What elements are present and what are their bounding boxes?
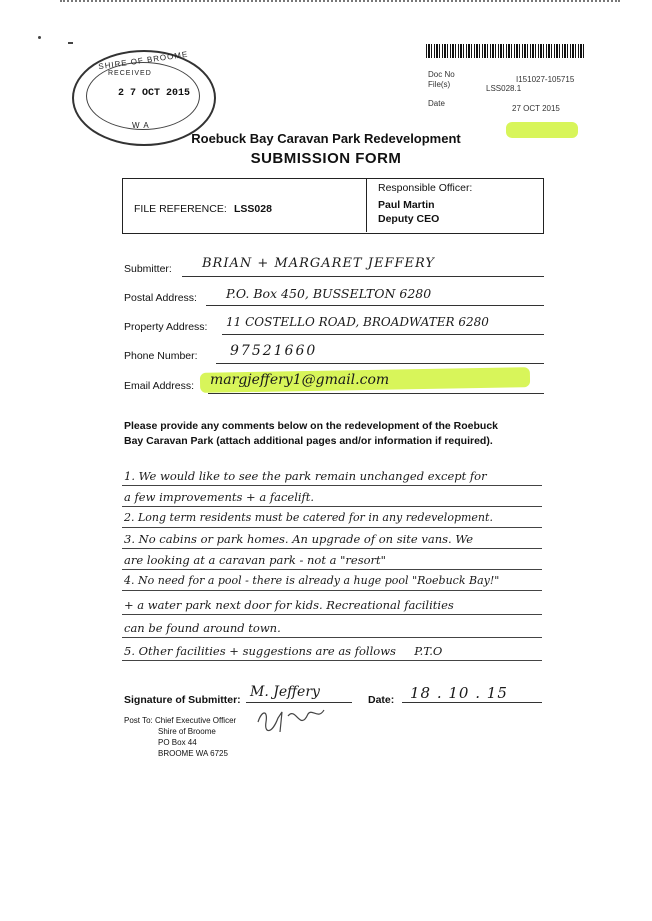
property-address-value: 11 COSTELLO ROAD, BROADWATER 6280 — [226, 315, 489, 329]
comment-rule — [122, 548, 542, 549]
comment-rule — [122, 637, 542, 638]
comment-rule — [122, 506, 542, 507]
files-label: File(s) — [428, 80, 451, 89]
file-reference-value: LSS028 — [234, 203, 272, 215]
signature-line — [246, 702, 352, 703]
postal-address-line — [206, 305, 544, 306]
officer-initials-scribble — [257, 709, 325, 733]
document-barcode — [426, 44, 584, 58]
margin-mark — [68, 42, 73, 44]
property-address-line — [222, 334, 544, 335]
comment-rule — [122, 660, 542, 661]
comment-rule — [122, 527, 542, 528]
received-stamp — [72, 50, 216, 146]
file-reference-box — [122, 178, 544, 234]
comment-rule — [122, 485, 542, 486]
comment-rule — [122, 569, 542, 570]
email-address-line — [208, 393, 544, 394]
comment-line-7: + a water park next door for kids. Recre… — [124, 598, 454, 612]
phone-number-label: Phone Number: — [124, 350, 198, 362]
phone-number-value: 97521660 — [230, 343, 318, 359]
comment-line-1: 1. We would like to see the park remain … — [124, 469, 487, 483]
signature-date-label: Date: — [368, 694, 395, 706]
postal-address-label: Postal Address: — [124, 292, 197, 304]
reference-box-divider — [366, 178, 367, 232]
stamp-status: RECEIVED — [108, 70, 152, 77]
responsible-officer-label: Responsible Officer: — [378, 182, 473, 194]
post-to-line-2: Shire of Broome — [158, 727, 216, 736]
margin-mark — [38, 36, 41, 39]
received-stamp-inner-ring — [86, 62, 200, 130]
officer-name: Paul Martin — [378, 199, 435, 211]
email-address-value: margjeffery1@gmail.com — [210, 372, 390, 388]
doc-no-label: Doc No — [428, 70, 455, 79]
comment-line-8: can be found around town. — [124, 621, 281, 635]
instructions-line-2: Bay Caravan Park (attach additional page… — [124, 435, 493, 447]
post-to-line-1: Post To: Chief Executive Officer — [124, 716, 237, 725]
submitter-value: BRIAN + MARGARET JEFFERY — [202, 256, 435, 271]
signature-label: Signature of Submitter: — [124, 694, 241, 706]
form-title: Roebuck Bay Caravan Park Redevelopment — [191, 131, 461, 146]
post-to-line-4: BROOME WA 6725 — [158, 749, 228, 758]
comment-line-2: a few improvements + a facelift. — [124, 490, 315, 504]
record-date-label: Date — [428, 99, 445, 108]
comment-rule — [122, 590, 542, 591]
comment-rule — [122, 614, 542, 615]
signature-date-value: 18 . 10 . 15 — [410, 684, 508, 702]
officer-title: Deputy CEO — [378, 213, 440, 225]
postal-address-value: P.O. Box 450, BUSSELTON 6280 — [226, 286, 432, 301]
file-reference-label: FILE REFERENCE: — [134, 203, 227, 215]
scan-edge-marks — [60, 0, 620, 6]
form-subtitle: SUBMISSION FORM — [250, 150, 402, 167]
signature-value: M. Jeffery — [250, 684, 320, 700]
highlighter-mark — [506, 122, 578, 138]
submitter-label: Submitter: — [124, 263, 172, 275]
files-value: LSS028.1 — [486, 84, 522, 93]
phone-number-line — [216, 363, 544, 364]
doc-no-value: I151027-105715 — [516, 75, 575, 84]
comment-line-4: 3. No cabins or park homes. An upgrade o… — [124, 532, 474, 546]
record-date-value: 27 OCT 2015 — [512, 104, 560, 113]
comment-line-9: 5. Other facilities + suggestions are as… — [124, 644, 443, 658]
post-to-line-3: PO Box 44 — [158, 738, 197, 747]
property-address-label: Property Address: — [124, 321, 208, 333]
comment-line-5: are looking at a caravan park - not a "r… — [124, 553, 386, 567]
submitter-line — [182, 276, 544, 277]
stamp-state: W A — [132, 121, 150, 130]
email-address-label: Email Address: — [124, 380, 195, 392]
comment-line-6: 4. No need for a pool - there is already… — [124, 574, 500, 587]
comment-line-3: 2. Long term residents must be catered f… — [124, 511, 493, 524]
signature-date-line — [402, 702, 542, 703]
instructions-line-1: Please provide any comments below on the… — [124, 420, 499, 432]
stamp-date: 2 7 OCT 2015 — [118, 88, 191, 99]
